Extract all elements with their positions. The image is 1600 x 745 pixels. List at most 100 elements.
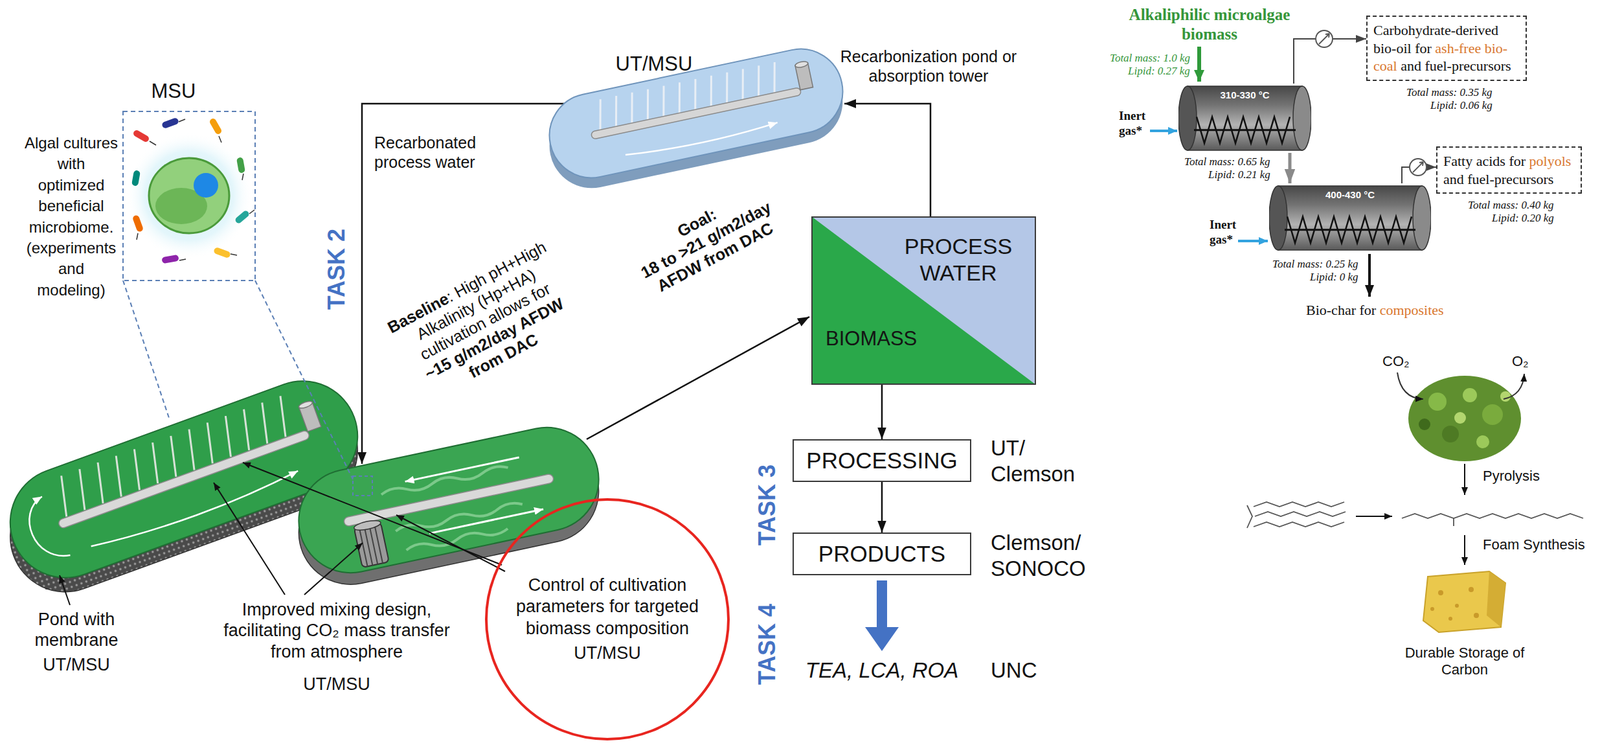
microbiome-callout <box>131 169 141 186</box>
cultivation-pond <box>343 473 555 527</box>
release-arrow <box>1503 373 1525 399</box>
foam-photo <box>1438 589 1444 596</box>
stream-text: PROCESS WATER <box>893 233 1024 287</box>
product-text: Carbohydrate-derived bio-oil for ash-fre… <box>1373 21 1520 76</box>
highlight-circle-shape <box>486 499 729 739</box>
reactor-cylinder-shape <box>1269 185 1288 250</box>
gas-formula: O₂ <box>1511 352 1529 370</box>
leader-arrows <box>213 482 285 595</box>
stream-box-shape <box>811 216 1036 384</box>
process-text: PROCESSING <box>806 446 958 475</box>
leader-arrows <box>59 462 506 605</box>
microbiome-callout <box>123 280 353 480</box>
product-label: Bio-char for composites <box>1306 301 1444 319</box>
product-text: Fatty acids for polyols and fuel-precurs… <box>1443 152 1575 188</box>
foam-photo <box>1423 571 1506 632</box>
foam-photo <box>1448 616 1453 621</box>
product-box: Fatty acids for polyols and fuel-precurs… <box>1436 146 1582 194</box>
part-label: Pond with membrane <box>27 608 125 651</box>
mass-note: Lipid: 0.27 kg <box>1127 64 1191 78</box>
algae-photo <box>1442 425 1459 443</box>
pond-label: Recarbonization pond or absorption tower <box>831 46 1026 86</box>
mass-note: Total mass: 0.35 kg <box>1406 86 1493 100</box>
recarbonization-pond <box>590 87 801 140</box>
algae-photo <box>1500 391 1511 402</box>
mass-note: Lipid: 0 kg <box>1309 270 1359 284</box>
reactor-cylinder-shape <box>1412 185 1431 250</box>
condenser-symbol <box>1412 161 1424 173</box>
algae-photo <box>1482 404 1503 425</box>
molecule-drawing <box>1253 521 1345 527</box>
recarbonization-pond <box>794 60 809 68</box>
condenser-symbol <box>1409 158 1427 176</box>
microbiome-callout <box>132 214 144 233</box>
microbiome-callout <box>136 119 255 261</box>
analysis-arrow <box>865 626 899 651</box>
microbiome-callout <box>236 156 246 173</box>
algae-photo <box>1408 375 1522 462</box>
stream-box-shape <box>811 216 1037 385</box>
condenser-symbol <box>1318 33 1330 45</box>
leader-arrows <box>396 514 506 572</box>
org-label: MSU <box>128 78 219 103</box>
microbiome-callout <box>352 475 373 496</box>
recarbonization-pond <box>541 41 851 186</box>
step-label: Pyrolysis <box>1482 467 1540 485</box>
reactor-cylinder-shape <box>1293 86 1312 151</box>
uptake-arrow <box>1397 372 1424 399</box>
recarbonization-pond <box>541 41 851 186</box>
foam-photo <box>1430 606 1435 611</box>
mass-note: Total mass: 0.25 kg <box>1272 257 1359 271</box>
harvest-arrow <box>586 316 810 440</box>
mass-note: Total mass: 0.65 kg <box>1184 155 1271 169</box>
molecule-drawing <box>1247 501 1584 528</box>
baseline-note: Baseline: High pH+High Alkalinity (Hp+HA… <box>379 234 591 409</box>
org-label: Clemson/ SONOCO <box>990 529 1095 581</box>
condenser-symbol <box>1315 30 1333 48</box>
reactor-cylinder-shape <box>1287 216 1412 243</box>
microbiome-callout <box>193 172 219 198</box>
feed-arrow <box>1197 46 1202 82</box>
algae-photo <box>1428 392 1447 411</box>
microbiome-callout <box>234 209 251 225</box>
microbiome-callout <box>208 117 223 136</box>
step-arrow <box>1464 534 1466 565</box>
foam-photo <box>1473 612 1479 618</box>
membrane-pond <box>91 470 301 553</box>
reactor-cylinder-shape <box>1284 228 1416 231</box>
process-water-line <box>844 103 931 217</box>
leader-arrows <box>59 574 70 605</box>
mass-note: Total mass: 1.0 kg <box>1109 51 1191 65</box>
recarbonization-pond <box>541 41 851 197</box>
algae-photo <box>1476 435 1490 449</box>
reactor-cylinder: 310-330 °C <box>1178 83 1312 153</box>
microbiome-callout <box>123 111 256 281</box>
text-run: and fuel-precursors <box>1397 57 1512 74</box>
microbiome-callout <box>123 111 373 496</box>
stream-text: BIOMASS <box>825 326 917 351</box>
flow-arrow <box>1288 152 1292 184</box>
stream-box: PROCESS WATER BIOMASS <box>811 216 1037 385</box>
return-line <box>361 103 583 464</box>
mass-note: Lipid: 0.21 kg <box>1208 168 1271 182</box>
reactor-cylinder-shape <box>1178 86 1197 151</box>
membrane-pond <box>21 494 71 565</box>
org-label: UT/MSU <box>602 51 706 76</box>
part-label: Improved mixing design, facilitating CO₂… <box>207 598 467 662</box>
flow-label: Recarbonated process water <box>374 132 485 172</box>
temperature-label: 400-430 °C <box>1269 189 1431 201</box>
molecule-drawing <box>1453 518 1455 526</box>
cultivation-pond <box>289 417 609 594</box>
analysis-label: TEA, LCA, ROA <box>784 657 980 684</box>
task-label: TASK 3 <box>753 456 781 554</box>
org-label: UT/MSU <box>27 653 125 675</box>
callout-text: Algal cultures with optimized beneficial… <box>22 132 121 301</box>
org-label: UNC <box>990 657 1069 684</box>
molecule-drawing <box>1253 501 1345 507</box>
molecule-drawing <box>1355 515 1393 517</box>
step-arrow <box>1464 463 1466 495</box>
temperature-label: 310-330 °C <box>1178 89 1312 102</box>
stream-box-shape <box>811 216 1037 385</box>
leader-arrows <box>304 542 363 595</box>
gas-arrow <box>1238 239 1268 243</box>
